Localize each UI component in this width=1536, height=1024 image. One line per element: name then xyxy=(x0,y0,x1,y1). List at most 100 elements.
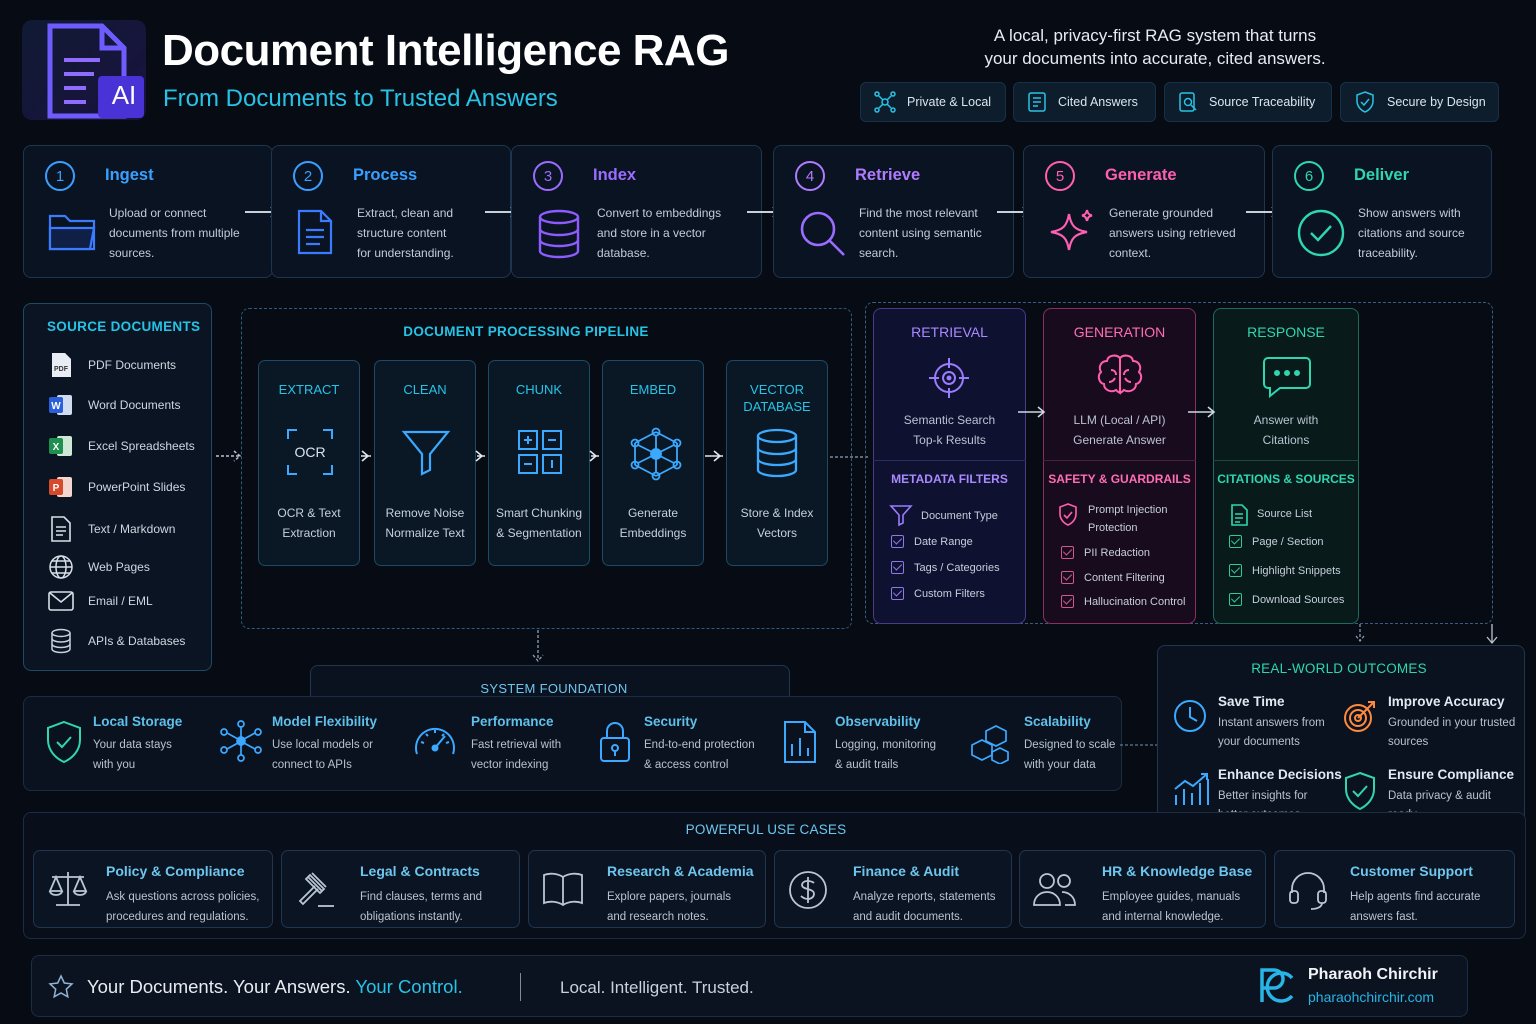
author-name: Pharaoh Chirchir xyxy=(1308,966,1438,983)
retrieval-heading: RETRIEVAL xyxy=(911,324,988,340)
outcome-title: Ensure Compliance xyxy=(1388,767,1515,782)
slogan-part-1: Your Documents. Your Answers. xyxy=(87,976,351,997)
headset-icon xyxy=(1289,872,1327,910)
use-case-description-line: Help agents find accurate xyxy=(1350,891,1481,903)
stage-title-line: EXTRACT xyxy=(278,382,340,397)
step-description: Convert to embeddings xyxy=(597,206,722,220)
stage-description-line: & Segmentation xyxy=(496,526,582,540)
tagline: A local, privacy-first RAG system that t… xyxy=(940,24,1370,70)
source-documents-heading: SOURCE DOCUMENTS xyxy=(47,319,201,334)
outcome-title: Enhance Decisions xyxy=(1218,767,1342,782)
step-description: context. xyxy=(1109,246,1152,260)
citation-label: Highlight Snippets xyxy=(1252,564,1341,577)
logo-ai-text: AI xyxy=(111,80,137,110)
use-case-title: Customer Support xyxy=(1350,863,1473,879)
database-icon xyxy=(756,428,798,478)
step-number: 4 xyxy=(795,161,825,191)
guardrail-label: PII Redaction xyxy=(1084,546,1151,559)
document-icon xyxy=(1231,504,1248,526)
outcome-icon-wrap xyxy=(1172,771,1210,807)
text-file-icon xyxy=(51,516,71,542)
step-description: citations and source xyxy=(1358,226,1465,240)
step-number: 6 xyxy=(1294,161,1324,191)
shield-icon xyxy=(1356,91,1374,113)
foundation-title: Security xyxy=(644,714,698,729)
use-case-description-line: and research notes. xyxy=(607,911,709,923)
stage-title: EMBED xyxy=(603,381,703,398)
dollar-coin-icon xyxy=(789,871,827,909)
shield-check-icon xyxy=(1059,503,1077,526)
foundation-description-line: Your data stays xyxy=(93,739,172,751)
arrow-right-icon xyxy=(588,448,604,464)
arrow-right-icon xyxy=(702,448,728,464)
stage-icon-wrap xyxy=(629,427,683,481)
filter-label: Custom Filters xyxy=(914,587,985,600)
outcome-title: Improve Accuracy xyxy=(1388,694,1505,709)
foundation-description-line: with your data xyxy=(1024,759,1096,771)
pdf-file-icon: PDF xyxy=(52,353,71,377)
foundation-title: Performance xyxy=(471,714,554,729)
source-icon-wrap xyxy=(48,628,74,654)
folder-icon xyxy=(48,214,96,251)
step-title: Deliver xyxy=(1354,166,1410,184)
step-description: Generate grounded xyxy=(1109,206,1214,220)
network-icon xyxy=(874,91,896,113)
use-case-description-line: procedures and regulations. xyxy=(106,911,249,923)
guardrail-item: PII Redaction xyxy=(1061,546,1150,559)
step-description: sources. xyxy=(109,246,155,260)
stage-title: EXTRACT xyxy=(259,381,359,398)
neural-network-icon xyxy=(630,427,682,481)
excel-file-icon: X xyxy=(49,436,72,456)
guardrail-item: Protection xyxy=(1088,522,1138,534)
filter-item: Date Range xyxy=(891,535,973,548)
citation-label: Download Sources xyxy=(1252,593,1345,606)
foundation-title: Local Storage xyxy=(93,714,183,729)
retrieval-line-1: Semantic Search xyxy=(903,413,996,427)
sparkle-icon xyxy=(1050,209,1093,251)
users-icon xyxy=(1033,873,1076,906)
response-heading: RESPONSE xyxy=(1247,324,1325,340)
use-case-title: Research & Academia xyxy=(607,863,754,879)
speedometer-icon xyxy=(415,727,455,755)
checkbox-icon xyxy=(891,561,904,574)
response-line-2: Citations xyxy=(1262,433,1310,447)
outcomes-heading: REAL-WORLD OUTCOMES xyxy=(1251,661,1427,676)
guardrail-item: Prompt Injection xyxy=(1088,504,1168,516)
checkbox-icon xyxy=(1061,546,1074,559)
generation-line-1: LLM (Local / API) xyxy=(1073,413,1166,427)
stage-description-line: Store & Index xyxy=(740,506,814,520)
response-line-1: Answer with xyxy=(1253,413,1319,427)
step-icon-wrap xyxy=(1296,208,1346,258)
outcome-description-line: Better insights for xyxy=(1218,790,1308,802)
foundation-description-line: Fast retrieval with xyxy=(471,739,562,751)
brain-icon xyxy=(1097,354,1143,395)
citation-label: Page / Section xyxy=(1252,535,1324,548)
stage-description-line: Normalize Text xyxy=(385,526,465,540)
foundation-description-line: & access control xyxy=(644,759,729,771)
author-website[interactable]: pharaohchirchir.com xyxy=(1308,989,1435,1005)
foundation-description: Fast retrieval with vector indexing xyxy=(471,735,561,775)
gavel-icon xyxy=(298,872,334,907)
step-icon-wrap xyxy=(797,208,849,260)
foundation-description: Logging, monitoring& audit trails xyxy=(835,735,936,775)
step-title: Process xyxy=(353,166,418,184)
step-icon-wrap xyxy=(1047,208,1097,258)
document-ai-logo-icon xyxy=(47,23,144,119)
source-label: Text / Markdown xyxy=(88,522,176,536)
step-description: content using semantic xyxy=(859,226,982,240)
outcome-title: Save Time xyxy=(1218,694,1285,709)
foundation-description-line: vector indexing xyxy=(471,759,549,771)
